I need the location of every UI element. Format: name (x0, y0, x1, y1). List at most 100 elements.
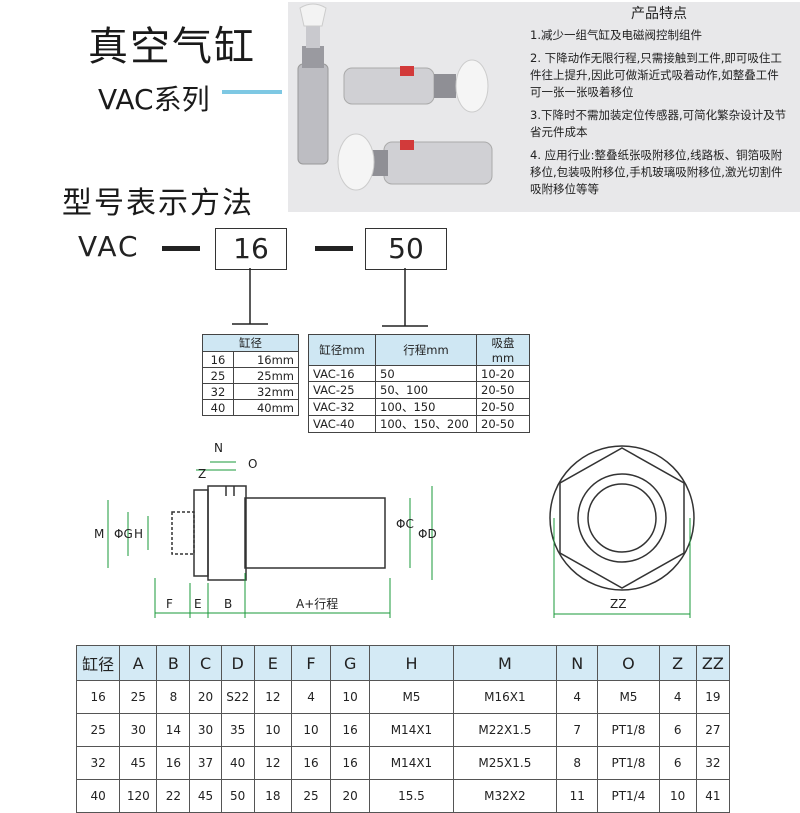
table-row: VAC-32 100、150 20-50 (308, 398, 530, 416)
table-cell: M25X1.5 (452, 746, 558, 780)
table-cell: 25 (202, 367, 234, 384)
stroke-table: 缸径mm 行程mm 吸盘mm VAC-16 50 10-20 VAC-25 50… (308, 334, 530, 433)
table-cell: 50、100 (375, 381, 477, 399)
bore-code-box: 16 (215, 228, 287, 270)
bore-table: 缸径 16 16mm 25 25mm 32 32mm 40 40mm (202, 334, 299, 416)
table-cell: 16 (330, 746, 371, 780)
table-cell: 30 (189, 713, 222, 747)
table-cell: 35 (220, 713, 255, 747)
table-header: G (330, 645, 371, 681)
table-cell: 20-50 (476, 398, 530, 416)
table-header: 吸盘mm (476, 334, 530, 366)
table-cell: 25 (75, 713, 121, 747)
table-header: C (189, 645, 222, 681)
table-cell: 8 (156, 680, 191, 714)
table-row: VAC-40 100、150、200 20-50 (308, 415, 530, 433)
table-row: 32 45 16 37 40 12 16 16 M14X1 M25X1.5 8 … (75, 746, 731, 780)
page-title: 真空气缸 (88, 24, 256, 70)
table-row: 16 25 8 20 S22 12 4 10 M5 M16X1 4 M5 4 1… (75, 680, 731, 714)
table-header: E (253, 645, 292, 681)
table-header: M (452, 645, 558, 681)
table-cell: 30 (119, 713, 158, 747)
table-cell: PT1/8 (597, 713, 660, 747)
table-cell: 45 (189, 779, 222, 813)
dim-label: ΦG (114, 527, 133, 541)
table-header: ZZ (695, 645, 731, 681)
table-header: F (290, 645, 332, 681)
dash-separator (162, 246, 200, 251)
table-cell: 20 (189, 680, 222, 714)
table-cell: PT1/8 (597, 746, 660, 780)
table-cell: M22X1.5 (452, 713, 558, 747)
table-cell: 10-20 (476, 365, 530, 382)
table-cell: M32X2 (452, 779, 558, 813)
table-header: 缸径 (75, 645, 121, 681)
model-section-title: 型号表示方法 (62, 186, 254, 221)
dim-label: O (248, 457, 257, 471)
series-name: VAC系列 (98, 83, 210, 116)
table-cell: 4 (556, 680, 599, 714)
feature-item: 2. 下降动作无限行程,只需接触到工件,即可吸住工件往上提升,因此可做渐近式吸着… (530, 51, 782, 99)
table-cell: VAC-40 (308, 415, 376, 433)
table-header: 缸径mm (308, 334, 376, 366)
table-cell: 25 (119, 680, 158, 714)
table-row: VAC-16 50 10-20 (308, 365, 530, 382)
model-prefix: VAC (78, 230, 140, 263)
dim-label: ZZ (610, 597, 626, 611)
table-header-row: 缸径 A B C D E F G H M N O Z ZZ (75, 645, 731, 681)
table-cell: 50 (375, 365, 477, 382)
table-cell: 25mm (233, 367, 299, 384)
table-cell: 27 (695, 713, 731, 747)
dimension-table: 缸径 A B C D E F G H M N O Z ZZ 16 25 8 20… (75, 645, 731, 813)
table-cell: 4 (658, 680, 697, 714)
table-header: N (556, 645, 599, 681)
dim-label: H (134, 527, 143, 541)
table-cell: M14X1 (369, 713, 454, 747)
feature-item: 1.减少一组气缸及电磁阀控制组件 (530, 28, 702, 42)
table-cell: 7 (556, 713, 599, 747)
table-cell: 32 (202, 383, 234, 400)
table-row: 25 25mm (202, 367, 299, 384)
table-cell: 11 (556, 779, 599, 813)
table-cell: 15.5 (369, 779, 454, 813)
dim-label: F (166, 597, 173, 611)
dim-label: A+行程 (296, 596, 338, 611)
table-cell: 22 (156, 779, 191, 813)
table-cell: 40 (220, 746, 255, 780)
table-cell: 120 (119, 779, 158, 813)
table-cell: 14 (156, 713, 191, 747)
table-cell: 25 (290, 779, 332, 813)
table-row: 16 16mm (202, 351, 299, 368)
table-cell: 20 (330, 779, 371, 813)
table-cell: 40 (75, 779, 121, 813)
product-photo (288, 2, 800, 212)
dim-label: M (94, 527, 104, 541)
accent-divider (222, 90, 282, 94)
table-cell: 16 (330, 713, 371, 747)
table-row: 32 32mm (202, 383, 299, 400)
features-panel: 产品特点 1.减少一组气缸及电磁阀控制组件 2. 下降动作无限行程,只需接触到工… (530, 6, 788, 204)
stroke-code-box: 50 (365, 228, 447, 270)
table-cell: 12 (253, 680, 292, 714)
table-cell: M14X1 (369, 746, 454, 780)
table-cell: 16 (75, 680, 121, 714)
table-cell: M5 (597, 680, 660, 714)
table-header: B (156, 645, 191, 681)
table-cell: 12 (253, 746, 292, 780)
table-cell: 40mm (233, 399, 299, 416)
table-cell: 10 (330, 680, 371, 714)
table-cell: 100、150、200 (375, 415, 477, 433)
table-cell: 37 (189, 746, 222, 780)
table-cell: 16 (202, 351, 234, 368)
table-cell: VAC-32 (308, 398, 376, 416)
dim-label: ΦC (396, 517, 414, 531)
table-cell: 41 (695, 779, 731, 813)
table-cell: 20-50 (476, 415, 530, 433)
dash-separator (315, 246, 353, 251)
dim-label: E (194, 597, 202, 611)
table-row: VAC-25 50、100 20-50 (308, 381, 530, 399)
table-cell: 100、150 (375, 398, 477, 416)
connector-lines (232, 268, 428, 327)
table-cell: 32mm (233, 383, 299, 400)
table-row: 40 40mm (202, 399, 299, 416)
